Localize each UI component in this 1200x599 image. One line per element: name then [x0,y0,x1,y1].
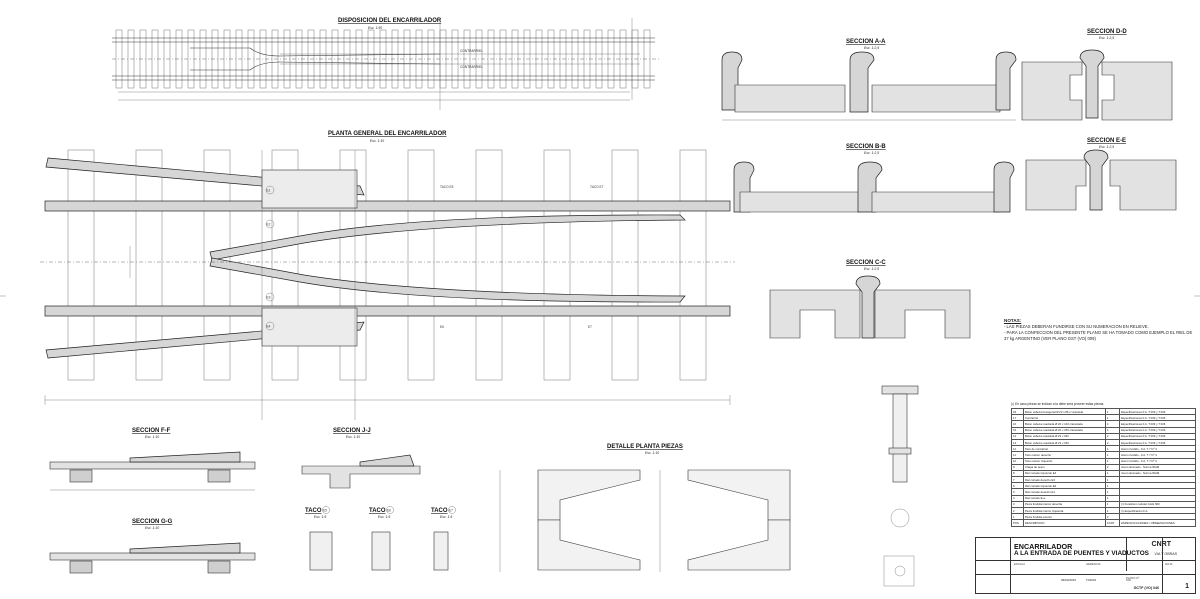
scale-planta: Esc. 1:10 [370,139,384,143]
title-sec-dd: SECCION D-D [1087,29,1127,35]
disposicion-view: DISPOSICION DEL ENCARRILADOR Esc. 1:50 C… [112,18,660,110]
label-e3: E3 [267,296,271,300]
tie [611,149,639,381]
label-taco-e5: TACO E5 [440,185,454,189]
title-sec-aa: SECCION A-A [846,39,886,45]
label-taco-e7: TACO E7 [590,185,604,189]
scale-taco-e7: Esc. 1:5 [440,515,452,519]
drawing-todas: TODAS [1086,578,1097,582]
title-sec-jj: SECCION J-J [333,428,371,434]
title-block: ENCARRILADOR A LA ENTRADA DE PUENTES Y V… [975,537,1196,594]
tie [67,149,95,381]
contrarriel-label-bottom: CONTRARRIEL [460,65,483,69]
label-escala: ESCALA [1014,562,1026,566]
sheet-number: 1 [1185,583,1189,590]
tie [543,149,571,381]
section-aa: SECCION A-A Esc. 1:2,5 [721,39,1017,121]
label-plano: PLANO Nº [1126,576,1140,580]
title-sec-bb: SECCION B-B [846,144,886,150]
title-detalle: DETALLE PLANTA PIEZAS [607,444,683,450]
contrarriel-label-top: CONTRARRIEL [460,49,483,53]
drawing-via: VIA [1126,578,1131,582]
label-hoja: HOJA [1165,562,1173,566]
label-taco-e6: E6 [440,325,444,329]
scale-sec-jj: Esc. 1:10 [346,435,360,439]
label-e1: E1 [267,189,271,193]
scale-sec-ee: Esc. 1:2,5 [1099,145,1114,149]
scale-sec-gg: Esc. 1:10 [145,526,159,530]
label-taco-e7b: E7 [588,325,592,329]
taco-e7-mark: E7 [449,509,453,513]
label-e2: E2 [267,223,271,227]
scale-taco-e6: Esc. 1:5 [378,515,390,519]
tacos: TACO E5 Esc. 1:5 TACO E6 Esc. 1:5 TACO E… [305,506,456,571]
org-name: CNRT [1151,541,1171,548]
scale-sec-aa: Esc. 1:2,5 [864,46,879,50]
section-dd: SECCION D-D Esc. 1:2,5 [1021,29,1173,121]
tie [339,149,367,381]
scale-sec-cc: Esc. 1:2,5 [864,267,879,271]
tie [475,149,503,381]
piece-labels: E1 E2 E3 E4 TACO E5 TACO E7 E6 E7 [265,185,604,331]
drawing-title-line1: ENCARRILADOR [1014,542,1073,551]
section-jj: SECCION J-J Esc. 1:10 [301,428,421,489]
label-gerencia: GERENCIA [1086,562,1101,566]
bolt-detail [881,385,919,587]
planta-general-view: PLANTA GENERAL DEL ENCARRILADOR Esc. 1:1… [40,131,735,420]
foot-spec: ESPECIFICACIONES / OBSERVACIONES [1119,519,1196,527]
parts-list-header: (¹) En caso piezas se indican a la debe … [1011,402,1104,406]
title-sec-ff: SECCION F-F [132,428,171,434]
planta-ties [67,149,707,381]
section-ff: SECCION F-F Esc. 1:10 [49,428,256,491]
scale-sec-ff: Esc. 1:10 [145,435,159,439]
taco-e5-mark: E5 [323,509,327,513]
title-sec-gg: SECCION G-G [132,519,173,525]
tie [407,149,435,381]
section-bb: SECCION B-B Esc. 1:2,5 [733,144,1015,213]
title-sec-ee: SECCION E-E [1087,138,1126,144]
foot-cant: CANT [1104,519,1121,527]
drawing-title-line2: A LA ENTRADA DE PUENTES Y VIADUCTOS [1014,550,1149,557]
parts-list: (¹) En caso piezas se indican a la debe … [1011,402,1196,527]
detalle-planta-piezas: DETALLE PLANTA PIEZAS Esc. 1:10 [499,444,791,572]
title-sec-cc: SECCION C-C [846,260,886,266]
title-disposicion: DISPOSICION DEL ENCARRILADOR [338,18,442,24]
title-taco-e7: TACO [431,508,448,514]
notes-title: NOTAS: [1004,318,1022,323]
foot-pos: POS [1011,519,1024,527]
title-taco-e6: TACO [369,508,386,514]
tie [679,149,707,381]
scale-taco-e5: Esc. 1:5 [314,515,326,519]
scale-sec-dd: Esc. 1:2,5 [1099,36,1114,40]
parts-table-foot: POS DESCRIPCION CANT ESPECIFICACIONES / … [1011,519,1196,527]
area-name: VIA Y OBRAS [1154,552,1177,556]
section-ee: SECCION E-E Esc. 1:2,5 [1025,138,1177,211]
section-cc: SECCION C-C Esc. 1:2,5 [769,260,971,339]
note-item-2: - PARA LA CONFECCION DEL PRESENTE PLANO … [1004,329,1193,341]
scale-detalle: Esc. 1:10 [645,451,659,455]
drawing-number: GCTF (VO) 046 [1133,586,1159,590]
notes-block: NOTAS: - LAS PIEZAS DEBERAN FUNDIRSE CON… [1004,318,1194,341]
scale-disposicion: Esc. 1:50 [368,26,382,30]
foot-desc: DESCRIPCION [1022,519,1106,527]
tie [271,149,299,381]
note-item-1: - LAS PIEZAS DEBERAN FUNDIRSE CON SU NUM… [1004,324,1149,330]
taco-e6-mark: E6 [387,509,391,513]
scale-sec-bb: Esc. 1:2,5 [864,151,879,155]
drawing-date: 06/02/2015 [1061,578,1077,582]
section-gg: SECCION G-G Esc. 1:10 [49,519,256,574]
title-planta: PLANTA GENERAL DEL ENCARRILADOR [328,131,447,137]
tie [135,149,163,381]
title-taco-e5: TACO [305,508,322,514]
label-e4: E4 [267,325,271,329]
